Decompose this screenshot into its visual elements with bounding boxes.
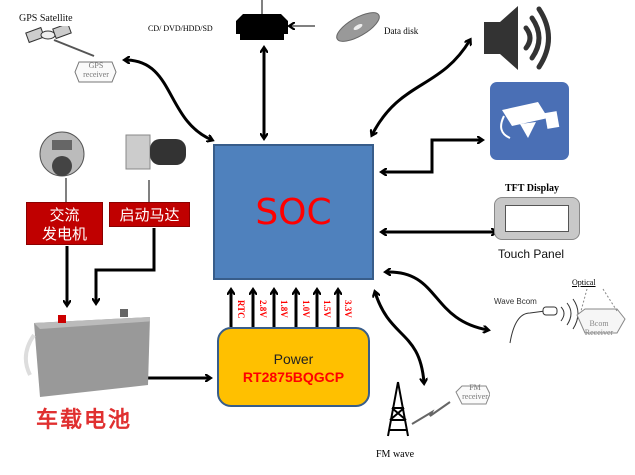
power-part-number: RT2875BQGCP xyxy=(242,369,345,385)
rail-label: 2.8V xyxy=(258,300,268,318)
arrow-fm-soc xyxy=(375,292,424,383)
storage-title: CD/ DVD/HDD/SD xyxy=(148,24,213,33)
gps-title: GPS Satellite xyxy=(19,13,73,24)
bcom-receiver-label: Bcom Receiver xyxy=(584,319,614,337)
power-block: Power RT2875BQGCP xyxy=(217,327,370,407)
alternator-label-line1: 交流 xyxy=(49,206,80,224)
fm-receiver-label: FM receiver xyxy=(462,383,488,401)
alternator-icon xyxy=(39,131,85,177)
bcom-title: Wave Bcom xyxy=(494,297,537,306)
speaker-icon xyxy=(484,6,551,70)
data-disk-icon xyxy=(336,12,380,42)
arrow-gps-soc xyxy=(125,60,212,140)
gps-receiver-label: GPS receiver xyxy=(83,61,109,79)
rail-label: RTC xyxy=(236,300,246,319)
battery-icon xyxy=(23,309,150,397)
rail-label: 1.5V xyxy=(322,300,332,318)
rail-label: 1.8V xyxy=(279,300,289,318)
optical-label: Optical xyxy=(572,278,596,287)
camera-icon xyxy=(500,102,560,139)
touch-panel-label: Touch Panel xyxy=(498,247,565,261)
starter-label-box: 启动马达 xyxy=(109,202,190,227)
fm-title: FM wave xyxy=(376,449,415,460)
starter-motor-icon xyxy=(125,134,186,170)
battery-label: 车载电池 xyxy=(36,408,133,433)
alternator-label-box: 交流 发电机 xyxy=(26,202,103,245)
tft-title: TFT Display xyxy=(505,183,559,194)
arrow-starter-battery xyxy=(96,228,156,303)
bcom-sensor-icon xyxy=(509,288,626,344)
rail-label: 1.0V xyxy=(301,300,311,318)
fm-tower-icon xyxy=(387,381,490,437)
power-title: Power xyxy=(273,351,314,367)
starter-label: 启动马达 xyxy=(119,206,180,224)
data-disk-label: Data disk xyxy=(384,26,419,36)
arrow-bcom-soc xyxy=(386,272,488,330)
rail-label: 3.3V xyxy=(343,300,353,318)
soc-label: SOC xyxy=(255,191,332,233)
disk-drive-icon xyxy=(236,14,288,40)
alternator-label-line2: 发电机 xyxy=(41,225,87,243)
satellite-icon xyxy=(25,26,117,83)
arrow-camera-soc xyxy=(382,140,482,172)
camera-icon-tile xyxy=(490,82,569,160)
soc-block: SOC xyxy=(213,144,374,280)
tft-display-icon xyxy=(494,197,580,240)
arrow-speaker-soc xyxy=(372,40,470,135)
